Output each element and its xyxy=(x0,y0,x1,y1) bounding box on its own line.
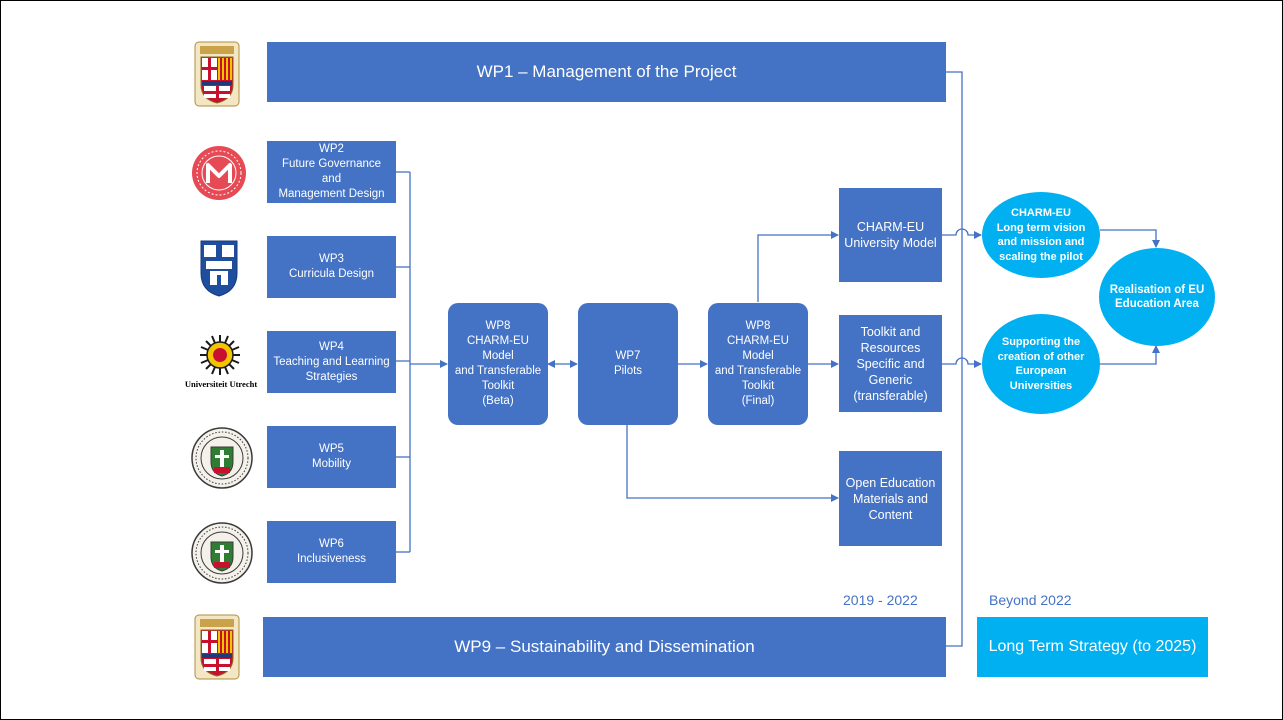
long-term-strategy-banner: Long Term Strategy (to 2025) xyxy=(977,617,1208,677)
university-barcelona-logo xyxy=(194,41,240,107)
wp3-box: WP3 Curricula Design xyxy=(267,236,396,298)
period-label: 2019 - 2022 xyxy=(843,592,918,608)
wp9-banner: WP9 – Sustainability and Dissemination xyxy=(263,617,946,677)
realisation-eu-education-ellipse: Realisation of EU Education Area xyxy=(1099,248,1215,346)
university-seal-logo-2 xyxy=(191,522,253,584)
wp8-beta-box: WP8 CHARM-EU Model and Transferable Tool… xyxy=(448,303,548,425)
wp7-pilots-box: WP7 Pilots xyxy=(578,303,678,425)
supporting-universities-ellipse: Supporting the creation of other Europea… xyxy=(982,314,1100,414)
vision-ellipse: CHARM-EU Long term vision and mission an… xyxy=(982,192,1100,278)
university-montpellier-seal-logo xyxy=(192,146,246,200)
utrecht-sun-logo xyxy=(200,335,240,375)
wp8-final-box: WP8 CHARM-EU Model and Transferable Tool… xyxy=(708,303,808,425)
university-seal-logo-1 xyxy=(191,427,253,489)
trinity-college-dublin-crest-logo xyxy=(200,240,238,297)
wp6-box: WP6 Inclusiveness xyxy=(267,521,396,583)
wp5-box: WP5 Mobility xyxy=(267,426,396,488)
beyond-label: Beyond 2022 xyxy=(989,592,1072,608)
university-barcelona-logo-bottom xyxy=(194,614,240,680)
wp4-box: WP4 Teaching and Learning Strategies xyxy=(267,331,396,393)
university-model-box: CHARM-EU University Model xyxy=(839,188,942,282)
wp2-box: WP2 Future Governance and Management Des… xyxy=(267,141,396,203)
open-education-box: Open Education Materials and Content xyxy=(839,451,942,546)
toolkit-resources-box: Toolkit and Resources Specific and Gener… xyxy=(839,315,942,412)
wp1-banner: WP1 – Management of the Project xyxy=(267,42,946,102)
utrecht-caption: Universiteit Utrecht xyxy=(184,379,258,389)
